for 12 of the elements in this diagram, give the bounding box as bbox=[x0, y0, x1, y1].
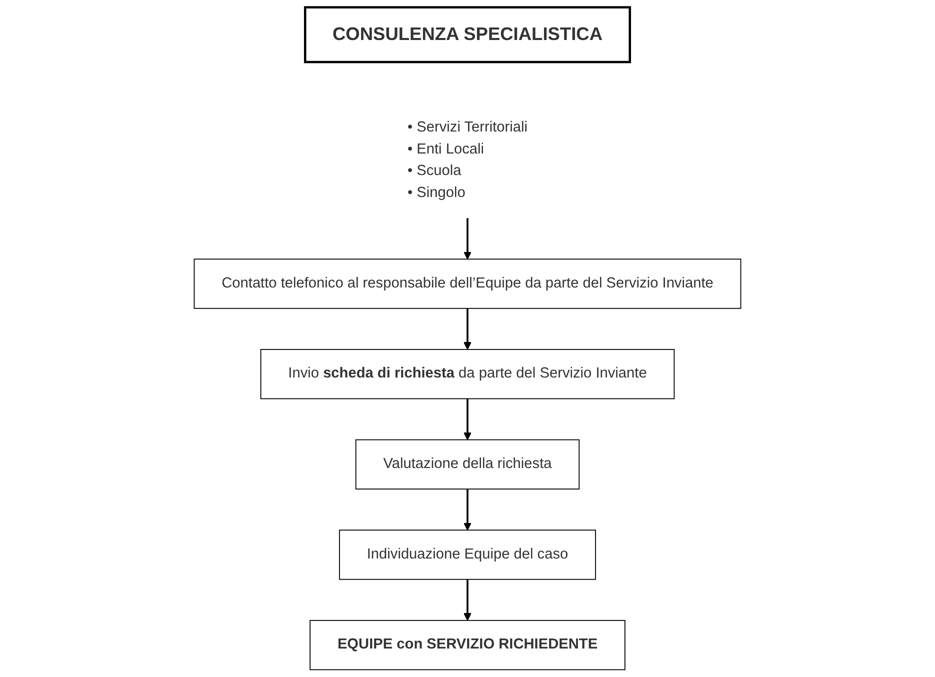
node-box bbox=[310, 620, 626, 670]
node-box bbox=[260, 349, 675, 400]
node-box bbox=[355, 439, 580, 490]
arrow bbox=[463, 308, 472, 350]
arrow bbox=[463, 218, 472, 260]
node-box bbox=[339, 530, 596, 580]
node-box bbox=[304, 6, 632, 64]
node-text: • Servizi Territoriali • Enti Locali • Scuola • Singolo bbox=[407, 120, 528, 201]
node-box bbox=[194, 258, 742, 309]
arrow bbox=[463, 579, 472, 621]
arrow bbox=[463, 398, 472, 440]
arrow bbox=[463, 489, 472, 530]
